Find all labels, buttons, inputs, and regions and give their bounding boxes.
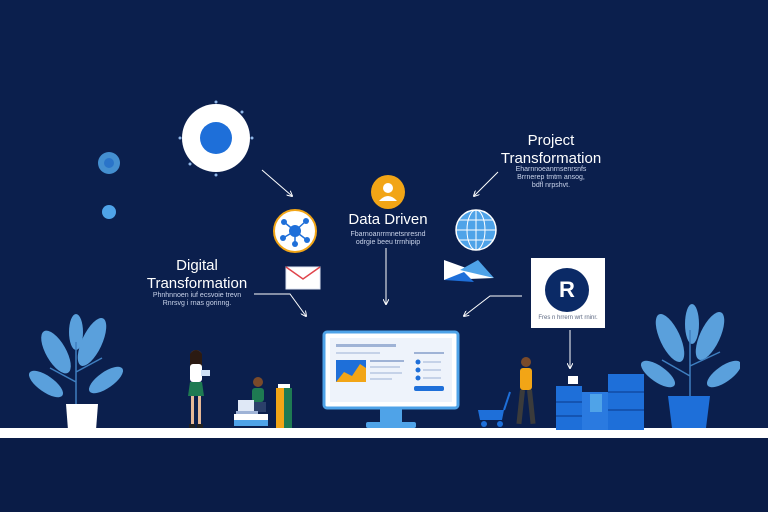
monitor-icon <box>322 330 460 428</box>
digital-transformation-caption: Phnhnnoen iuf ecsvoie trevn Rnrsvg i rna… <box>152 292 242 307</box>
floor-line <box>0 428 768 438</box>
data-driven-caption: Fbarnoanrrmnetsnresnd odrgie beeu trrnhi… <box>350 231 426 246</box>
project-transformation-caption: Eharnnoeanrnsenrsnfs Brrnerep tmtm ansog… <box>515 166 587 189</box>
connector-arrows <box>254 169 768 430</box>
r-logo: R <box>545 268 589 312</box>
lower-band <box>0 438 768 512</box>
plant-right-icon <box>640 304 740 428</box>
project-transformation-title: Project Transformation <box>500 132 602 167</box>
person-with-laptop <box>234 377 292 428</box>
network-icon <box>273 209 317 253</box>
person-with-cart <box>478 357 536 427</box>
decor-dots <box>98 152 120 219</box>
paper-plane-icon <box>444 260 494 282</box>
server-cabinets <box>556 374 644 430</box>
data-driven-title: Data Driven <box>348 211 428 228</box>
person-with-tablet <box>188 350 210 428</box>
user-badge-icon <box>371 175 405 209</box>
target-circle-icon <box>178 100 254 177</box>
digital-transformation-title: Digital Transformation <box>146 257 248 292</box>
globe-icon <box>455 209 497 251</box>
plant-left-icon <box>28 314 124 430</box>
mail-icon <box>285 266 321 290</box>
r-card: R Fres n hrrern wrt rninr. <box>531 258 605 328</box>
r-card-caption: Fres n hrrern wrt rninr. <box>538 315 598 321</box>
